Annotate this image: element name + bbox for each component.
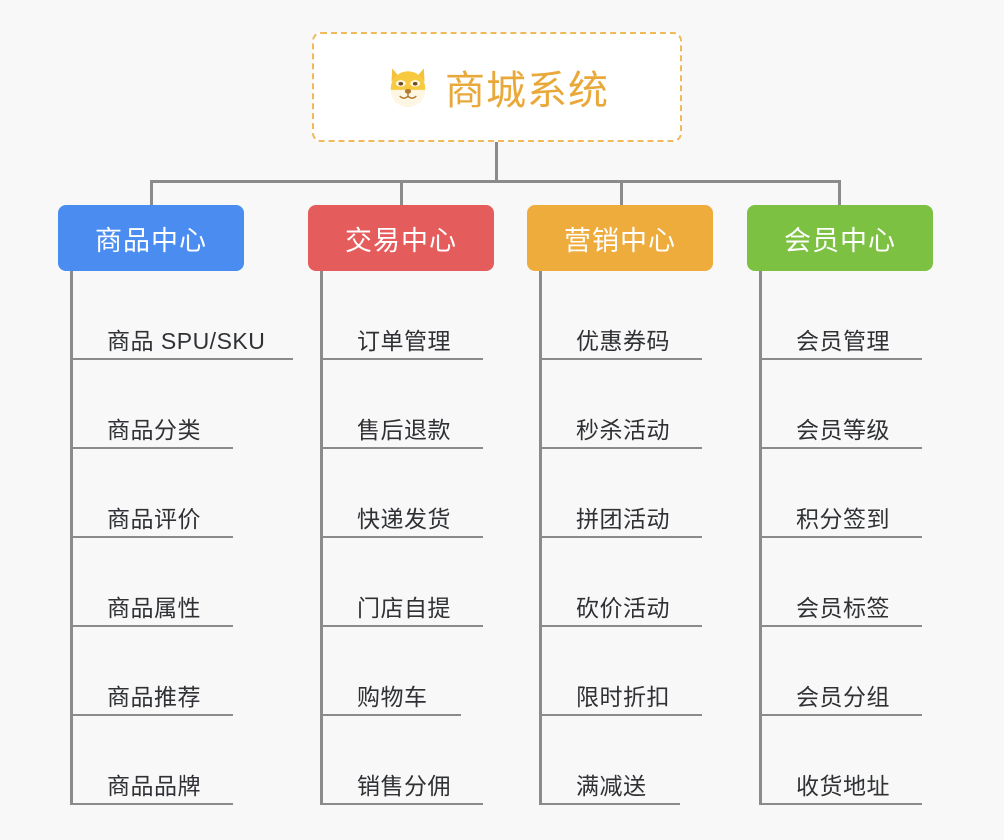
list-item[interactable]: 会员管理 [762, 271, 933, 360]
leaf-label: 门店自提 [357, 595, 451, 621]
leaf-label: 商品属性 [107, 595, 201, 621]
leaf-label: 商品推荐 [107, 684, 201, 710]
leaf-underline [323, 536, 483, 538]
list-item[interactable]: 满减送 [542, 716, 713, 805]
leaf-underline [762, 447, 922, 449]
leaf-underline [323, 358, 483, 360]
list-item[interactable]: 商品分类 [73, 360, 244, 449]
leaf-label: 秒杀活动 [576, 417, 670, 443]
category-label-3: 营销中心 [564, 225, 676, 256]
leaf-list-2: 订单管理 售后退款 快递发货 门店自提 购物车 销售分佣 [320, 271, 494, 805]
leaf-list-1: 商品 SPU/SKU 商品分类 商品评价 商品属性 商品推荐 商品品牌 [70, 271, 293, 805]
leaf-label: 优惠券码 [576, 328, 670, 354]
leaf-label: 拼团活动 [576, 506, 670, 532]
list-item[interactable]: 快递发货 [323, 449, 494, 538]
root-title: 商城系统 [445, 69, 609, 113]
list-item[interactable]: 购物车 [323, 627, 494, 716]
leaf-underline [542, 358, 702, 360]
leaf-underline [762, 625, 922, 627]
connector-drop-3 [620, 180, 623, 207]
category-column-4: 会员中心 会员管理 会员等级 积分签到 会员标签 会员分组 收货地址 [747, 205, 933, 805]
list-item[interactable]: 限时折扣 [542, 627, 713, 716]
list-item[interactable]: 优惠券码 [542, 271, 713, 360]
leaf-underline [323, 714, 461, 716]
list-item[interactable]: 拼团活动 [542, 449, 713, 538]
leaf-underline [323, 625, 483, 627]
leaf-list-3: 优惠券码 秒杀活动 拼团活动 砍价活动 限时折扣 满减送 [539, 271, 713, 805]
leaf-underline [73, 447, 233, 449]
leaf-label: 商品 SPU/SKU [107, 328, 266, 354]
connector-horizontal-bus [150, 180, 840, 183]
leaf-underline [323, 447, 483, 449]
list-item[interactable]: 会员标签 [762, 538, 933, 627]
leaf-label: 限时折扣 [576, 684, 670, 710]
list-item[interactable]: 订单管理 [323, 271, 494, 360]
leaf-label: 销售分佣 [357, 773, 451, 799]
leaf-underline [323, 803, 483, 805]
connector-drop-4 [838, 180, 841, 207]
category-label-2: 交易中心 [345, 225, 457, 256]
list-item[interactable]: 秒杀活动 [542, 360, 713, 449]
list-item[interactable]: 售后退款 [323, 360, 494, 449]
leaf-underline [762, 803, 922, 805]
leaf-underline [73, 803, 233, 805]
list-item[interactable]: 砍价活动 [542, 538, 713, 627]
category-header-3[interactable]: 营销中心 [527, 205, 713, 271]
leaf-underline [542, 625, 702, 627]
list-item[interactable]: 商品 SPU/SKU [73, 271, 293, 360]
leaf-underline [762, 358, 922, 360]
category-header-4[interactable]: 会员中心 [747, 205, 933, 271]
list-item[interactable]: 商品品牌 [73, 716, 244, 805]
list-item[interactable]: 商品属性 [73, 538, 244, 627]
category-column-1: 商品中心 商品 SPU/SKU 商品分类 商品评价 商品属性 商品推荐 商品品牌 [58, 205, 293, 805]
category-column-2: 交易中心 订单管理 售后退款 快递发货 门店自提 购物车 销售分佣 [308, 205, 494, 805]
dog-face-icon [385, 64, 431, 110]
leaf-label: 会员等级 [796, 417, 890, 443]
leaf-underline [542, 714, 702, 716]
leaf-underline [542, 803, 680, 805]
leaf-label: 收货地址 [796, 773, 890, 799]
category-column-3: 营销中心 优惠券码 秒杀活动 拼团活动 砍价活动 限时折扣 满减送 [527, 205, 713, 805]
list-item[interactable]: 会员等级 [762, 360, 933, 449]
connector-drop-2 [400, 180, 403, 207]
leaf-label: 快递发货 [357, 506, 451, 532]
leaf-label: 满减送 [576, 773, 647, 799]
leaf-underline [73, 714, 233, 716]
leaf-underline [73, 358, 293, 360]
list-item[interactable]: 收货地址 [762, 716, 933, 805]
list-item[interactable]: 商品评价 [73, 449, 244, 538]
leaf-label: 售后退款 [357, 417, 451, 443]
list-item[interactable]: 门店自提 [323, 538, 494, 627]
leaf-underline [762, 536, 922, 538]
category-header-1[interactable]: 商品中心 [58, 205, 244, 271]
leaf-label: 订单管理 [357, 328, 451, 354]
leaf-label: 会员分组 [796, 684, 890, 710]
connector-root-stem [495, 142, 498, 182]
connector-drop-1 [150, 180, 153, 207]
leaf-underline [73, 536, 233, 538]
leaf-underline [542, 447, 702, 449]
list-item[interactable]: 销售分佣 [323, 716, 494, 805]
category-header-2[interactable]: 交易中心 [308, 205, 494, 271]
category-label-4: 会员中心 [784, 225, 896, 256]
leaf-label: 商品评价 [107, 506, 201, 532]
category-label-1: 商品中心 [95, 225, 207, 256]
leaf-label: 砍价活动 [576, 595, 670, 621]
list-item[interactable]: 商品推荐 [73, 627, 244, 716]
list-item[interactable]: 积分签到 [762, 449, 933, 538]
leaf-list-4: 会员管理 会员等级 积分签到 会员标签 会员分组 收货地址 [759, 271, 933, 805]
leaf-label: 会员管理 [796, 328, 890, 354]
root-node[interactable]: 商城系统 [312, 32, 682, 142]
list-item[interactable]: 会员分组 [762, 627, 933, 716]
leaf-label: 商品分类 [107, 417, 201, 443]
leaf-label: 商品品牌 [107, 773, 201, 799]
leaf-underline [542, 536, 702, 538]
leaf-label: 购物车 [357, 684, 428, 710]
leaf-underline [762, 714, 922, 716]
leaf-label: 会员标签 [796, 595, 890, 621]
leaf-label: 积分签到 [796, 506, 890, 532]
leaf-underline [73, 625, 233, 627]
